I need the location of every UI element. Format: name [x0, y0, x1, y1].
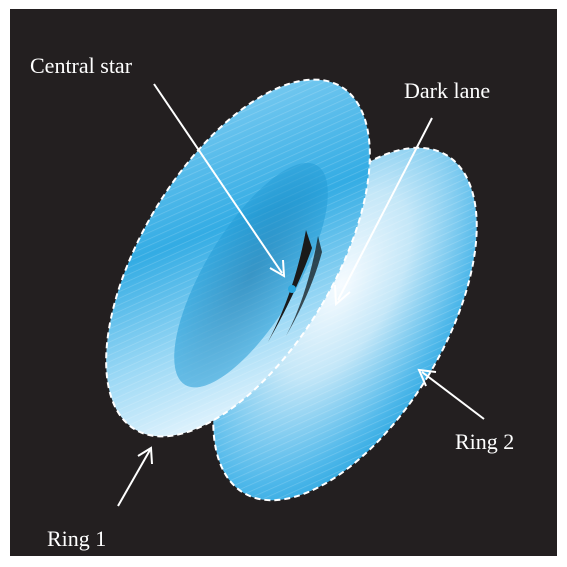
label-dark-lane: Dark lane — [404, 78, 490, 103]
central-star — [288, 285, 296, 293]
label-ring-1: Ring 1 — [47, 526, 106, 551]
label-ring-2: Ring 2 — [455, 429, 514, 454]
label-central-star: Central star — [30, 53, 133, 78]
